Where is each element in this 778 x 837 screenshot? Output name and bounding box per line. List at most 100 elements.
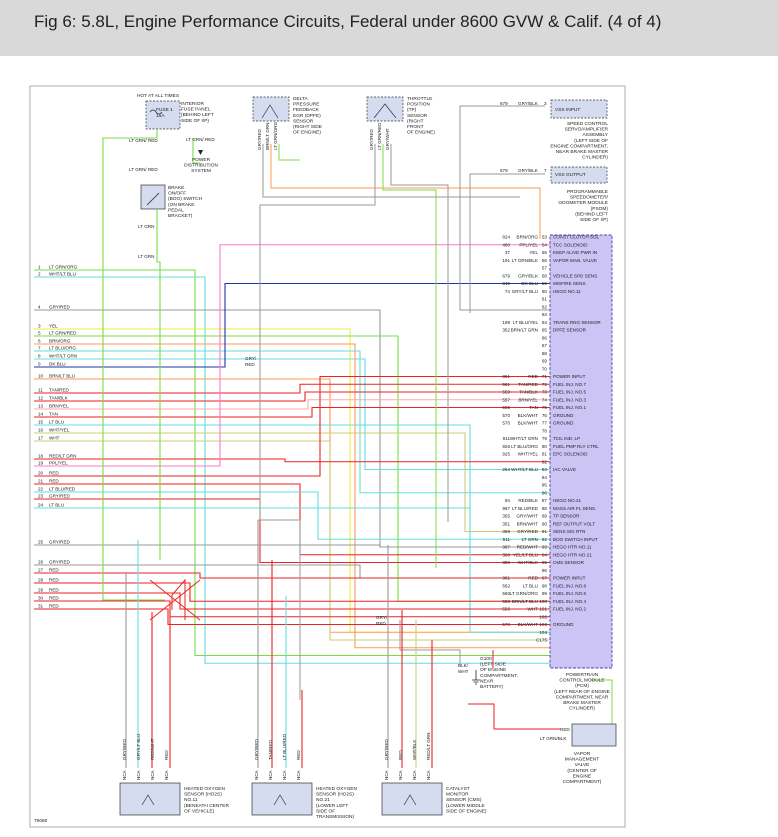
sensor-terminal-label: NCA — [412, 769, 417, 780]
g100-label: COMPARTMENT, — [480, 673, 518, 679]
sensor-pin-label: GRY/LT BLU — [136, 734, 141, 760]
wire-16 — [34, 432, 550, 533]
pcm-wire-color: BRN/ORG — [517, 235, 539, 240]
boo-switch-label: BRAKE — [168, 185, 184, 191]
pcm-pin-number: 86 — [542, 490, 548, 495]
pcm-pin-number: 103 — [539, 622, 547, 627]
sensor-pin-label: RED — [398, 750, 403, 760]
pcm-wire-color: RED — [528, 374, 538, 379]
pcm-pin-number: 100 — [539, 599, 547, 604]
tp-sensor-label: FRONT — [407, 124, 424, 130]
hos11-label: OF VEHICLE) — [184, 808, 215, 814]
pcm-pin-number: 104 — [539, 630, 547, 635]
wire-circuit: 679 — [500, 168, 508, 173]
tp-sensor-label: OF ENGINE) — [407, 130, 435, 136]
pspm-box — [550, 166, 608, 184]
wire-label: LT BLU — [49, 420, 64, 425]
wire-label: RED/LT GRN — [49, 454, 76, 459]
speed-control-label: SPEED CONTROL — [567, 121, 608, 127]
wire-vapor-red — [468, 703, 560, 730]
pcm-wire-color: YEL/LT BLU — [513, 552, 538, 557]
wire-number: 25 — [38, 540, 44, 545]
tp-sensor-label: (TP) — [407, 107, 417, 113]
wire-label: WHT/YEL — [49, 428, 70, 433]
pcm-pin-function: HEGO HTR NO.21 — [553, 552, 592, 557]
pcm-wire-color: RED/BLK — [518, 498, 539, 503]
boo-switch-label: ON/OFF — [168, 191, 186, 197]
wire-cross-b — [149, 579, 201, 621]
dpfe-pin-label: BRN/LT GRN — [265, 123, 270, 150]
vapor-valve-label: MANAGEMENT — [565, 757, 599, 763]
wire-11 — [34, 383, 550, 394]
cms-label: SENSOR (CMS) — [446, 797, 482, 803]
pcm-pin-number: 83 — [542, 467, 548, 472]
pcm-pin-number: 79 — [542, 436, 548, 441]
pcm-pin-number: 92 — [542, 537, 548, 542]
pcm-pin-function: CMS SENSOR — [553, 560, 585, 565]
wire-number: 23 — [38, 494, 44, 499]
power-distribution-label: SYSTEM — [191, 168, 211, 174]
pcm-wire-color: BRN/YEL — [518, 397, 538, 402]
wire-label: WHT — [49, 436, 60, 441]
sensor-terminal-label: NCA — [268, 769, 273, 780]
wire-17 — [34, 440, 550, 641]
ground-icon — [472, 670, 480, 685]
diagram-border — [29, 85, 626, 828]
tp-pin-label: GRY/RED — [369, 128, 374, 150]
pcm-pin-number: 54 — [542, 242, 548, 247]
tp-sensor-label: THROTTLE — [407, 96, 432, 102]
wire-number: 27 — [38, 568, 44, 573]
pcm-box — [549, 234, 613, 669]
boo-switch-label: (ON BRAKE — [168, 202, 194, 208]
wire-25 — [34, 544, 550, 548]
hos11-label: (BENEATH CENTER — [184, 803, 229, 809]
wire-label: LT GRN/ RED — [186, 137, 215, 142]
component-layer — [119, 96, 617, 816]
wire-tp-gry — [259, 144, 376, 520]
pcm-pin-number: 59 — [542, 281, 548, 286]
pspm-label: SPEEDOMETER/ — [570, 195, 609, 201]
pcm-pin-number: 57 — [542, 266, 548, 271]
pcm-pin-function: KEEP ALIVE PWR IN — [553, 250, 597, 255]
wire-label: LT GRN/RED — [49, 331, 77, 336]
pcm-circuit: 557 — [502, 397, 510, 402]
wire-number: 8 — [38, 354, 41, 359]
wire-14 — [34, 406, 550, 418]
pcm-circuit: 37 — [505, 250, 511, 255]
wire-22 — [34, 491, 550, 540]
sensor-icon — [403, 794, 417, 806]
cms-label: CATALYST — [446, 786, 470, 792]
pcm-wire-color: RED/WHT — [517, 545, 539, 550]
pcm-pin-number: 81 — [542, 452, 548, 457]
cms-label: MONITOR — [446, 792, 469, 798]
pcm-pin-function: BOO SWITCH INPUT — [553, 537, 598, 542]
power-distribution-label: POWER — [192, 157, 211, 163]
pcm-pin-number: 58 — [542, 273, 548, 278]
vapor-valve-label: COMPARTMENT) — [563, 779, 602, 785]
dpfe-pin-label: LT GRN/ORG — [273, 121, 278, 150]
pcm-wire-color: LT GRN/ORG — [510, 591, 539, 596]
tp-pin-label: LT GRN/RED — [377, 122, 382, 150]
wire-number: 11 — [38, 388, 43, 393]
pcm-pin-function: HEGO NO.21 — [553, 498, 582, 503]
pcm-circuit: 558 — [502, 599, 510, 604]
wire-23 — [34, 498, 550, 564]
wire-label: BRN/YEL — [49, 404, 69, 409]
pcm-circuit: 355 — [502, 514, 510, 519]
hos11-label: HEATED OXYGEN — [184, 786, 225, 792]
pcm-wire-color: WHT/LT GRN — [510, 436, 538, 441]
dpfe-sensor-box — [252, 96, 290, 122]
pin-number: 3 — [544, 101, 547, 106]
wire-number: 19 — [38, 461, 44, 466]
pcm-label: CYLINDER) — [569, 706, 595, 712]
wire-tp-grn — [382, 144, 437, 568]
wire-vss-out — [469, 173, 545, 313]
pcm-pin-number: 70 — [542, 366, 548, 371]
hos21-label: SIDE OF — [316, 808, 335, 814]
wire-13 — [34, 399, 550, 410]
pcm-circuit: 967 — [502, 506, 510, 511]
pcm-pin-number: 62 — [542, 304, 548, 309]
pcm-pin-function: EPC SOLENOID — [553, 452, 588, 457]
wire-21 — [34, 483, 550, 556]
